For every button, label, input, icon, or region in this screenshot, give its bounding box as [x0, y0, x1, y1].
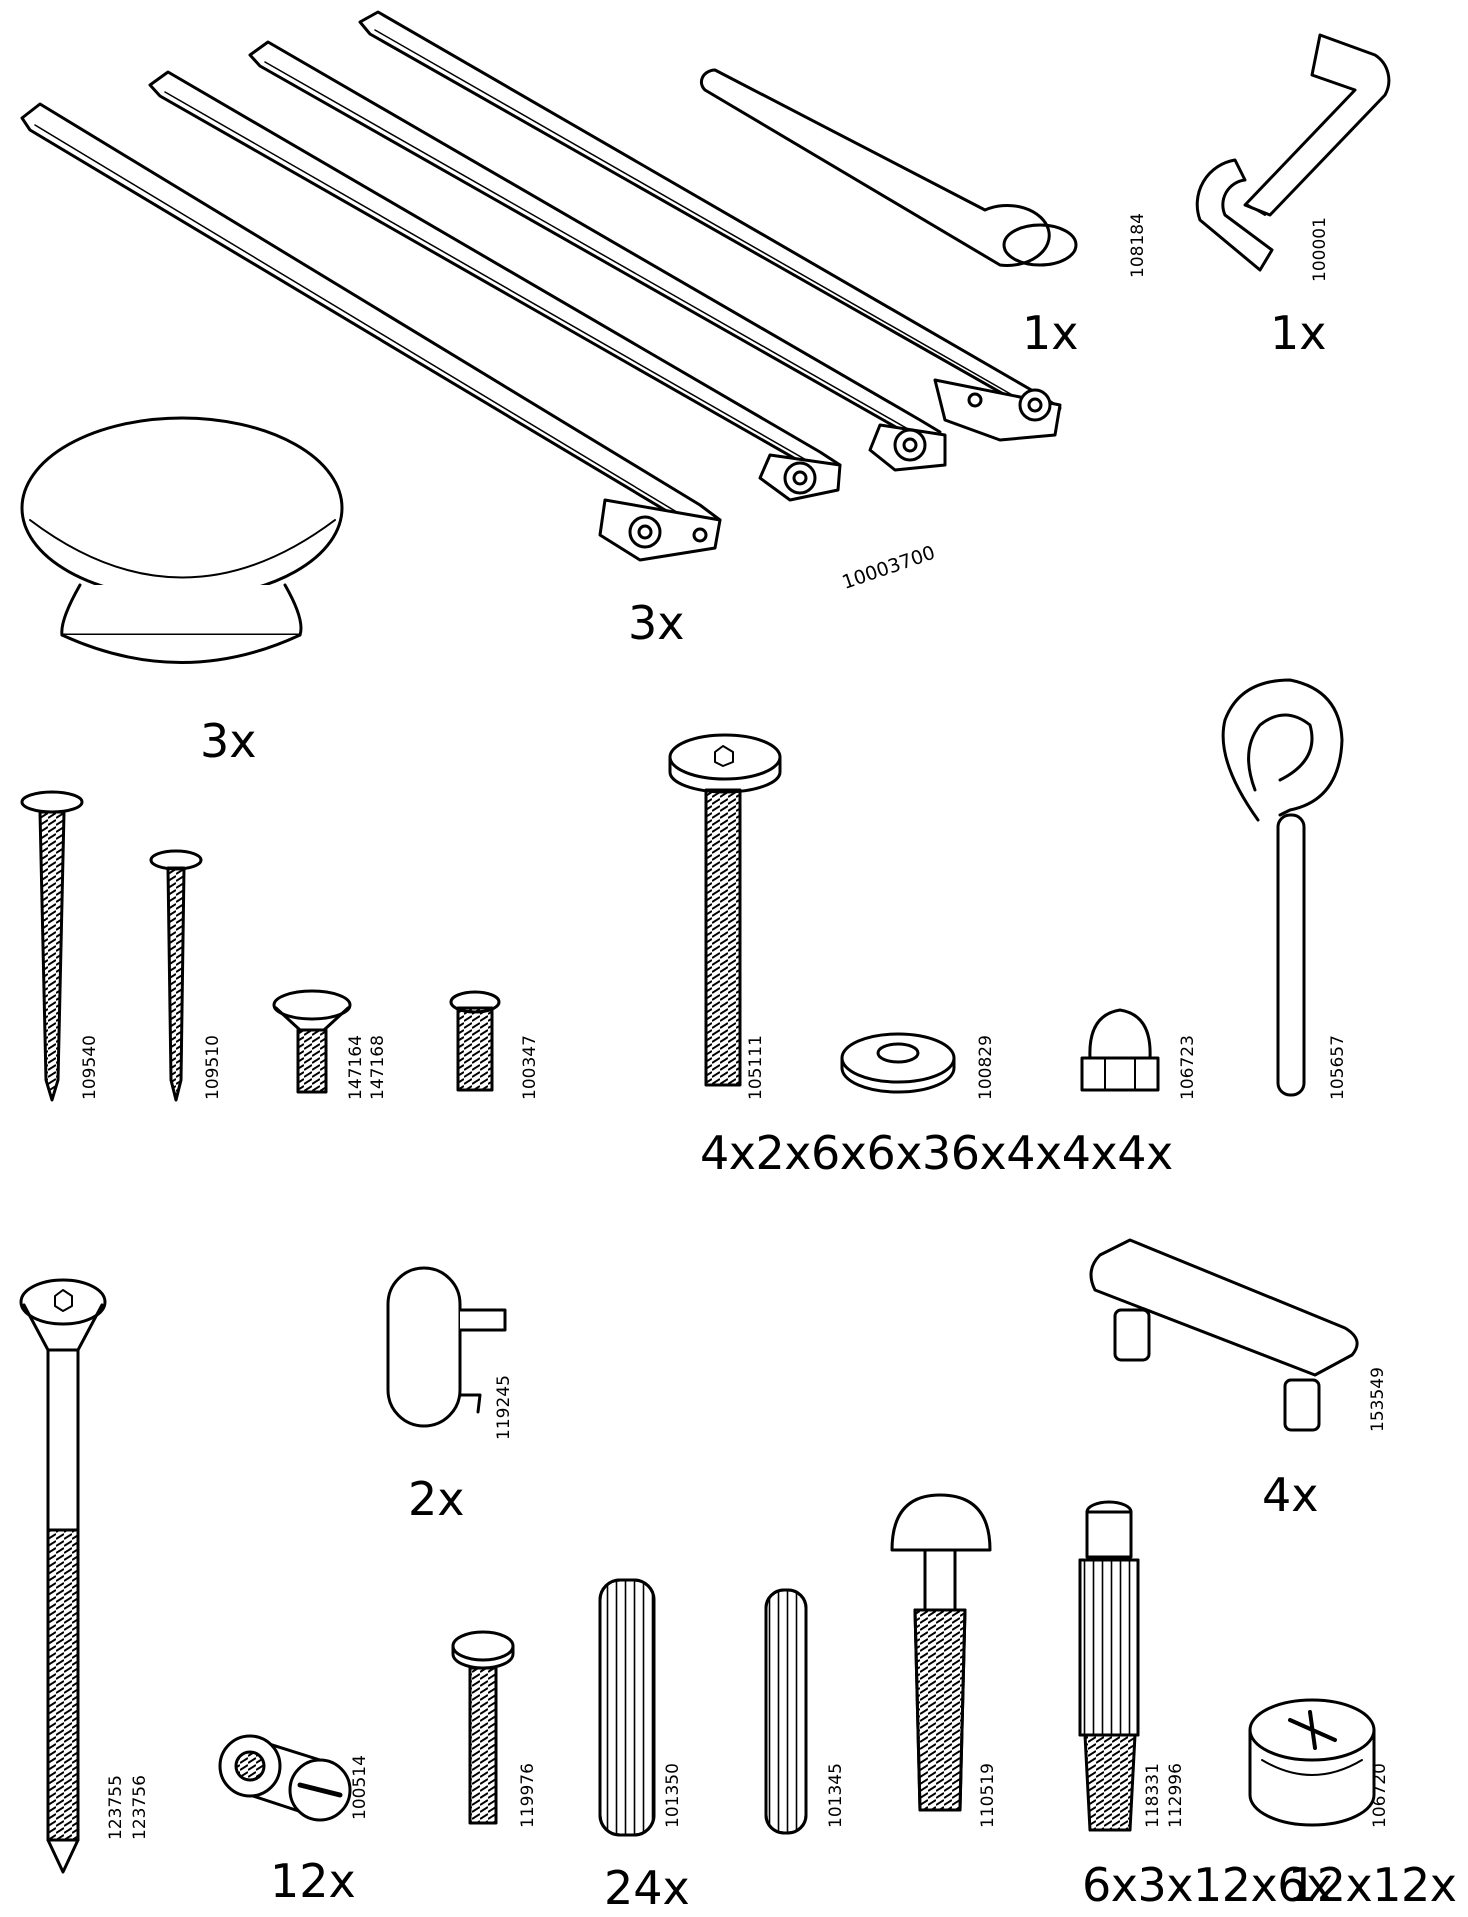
quantity-label: 3x — [628, 596, 685, 650]
article-number: 105111 — [746, 1035, 766, 1100]
chipboard-screw-icon — [272, 989, 352, 1094]
machine-screw-icon — [451, 1630, 515, 1825]
article-number: 100347 — [520, 1035, 540, 1100]
wood-screw-medium-icon — [149, 849, 203, 1102]
article-number: 100001 — [1310, 217, 1330, 282]
euro-screw-icon — [449, 990, 501, 1092]
long-bolt-icon — [19, 1278, 107, 1874]
article-number: 123755 — [106, 1775, 126, 1840]
plastic-anchor-icon — [890, 1493, 992, 1812]
quantity-row: 6x3x12x6x — [1082, 1858, 1333, 1912]
connector-bolt-icon — [668, 733, 782, 1087]
knob-icon — [20, 416, 344, 664]
article-number: 147168 — [368, 1035, 388, 1100]
eye-bolt-icon — [1221, 678, 1344, 1097]
article-number: 153549 — [1368, 1367, 1388, 1432]
quantity-label: 12x — [270, 1854, 356, 1908]
cam-pin-icon — [1078, 1500, 1140, 1832]
article-number: 110519 — [978, 1763, 998, 1828]
quantity-label: 2x — [408, 1472, 465, 1526]
article-number: 106723 — [1178, 1035, 1198, 1100]
quantity-label: 1x — [1270, 306, 1327, 360]
quantity-label: 24x — [604, 1861, 690, 1915]
quantity-row: 12x12x — [1288, 1858, 1457, 1912]
article-number: 123756 — [130, 1775, 150, 1840]
quantity-label: 4x — [1262, 1468, 1319, 1522]
quantity-label: 3x — [200, 714, 257, 768]
article-number: 118331 — [1143, 1763, 1163, 1828]
article-number: 109540 — [80, 1035, 100, 1100]
washer-icon — [840, 1032, 956, 1094]
article-number: 101350 — [663, 1763, 683, 1828]
article-number: 105657 — [1328, 1035, 1348, 1100]
article-number: 112996 — [1166, 1763, 1186, 1828]
article-number: 100829 — [976, 1035, 996, 1100]
dowel-small-icon — [764, 1588, 808, 1835]
article-number: 109510 — [203, 1035, 223, 1100]
cap-nut-icon — [1080, 1008, 1160, 1092]
drawer-rails-icon — [20, 10, 1062, 562]
handle-icon — [1089, 1238, 1359, 1432]
article-number: 119245 — [494, 1375, 514, 1440]
article-number: 108184 — [1128, 213, 1148, 278]
allen-key-icon — [1195, 33, 1391, 272]
quantity-label: 1x — [1022, 306, 1079, 360]
article-number: 119976 — [518, 1763, 538, 1828]
wrench-icon — [699, 68, 1078, 267]
barrel-nut-icon — [218, 1734, 352, 1822]
article-number: 101345 — [826, 1763, 846, 1828]
quantity-row: 4x2x6x6x36x4x4x4x — [700, 1126, 1173, 1180]
dowel-large-icon — [598, 1578, 656, 1837]
wood-screw-long-icon — [20, 790, 84, 1102]
cam-lock-icon — [1248, 1698, 1376, 1827]
article-number: 106720 — [1370, 1763, 1390, 1828]
article-number: 147164 — [346, 1035, 366, 1100]
shelf-plug-icon — [386, 1266, 507, 1428]
article-number: 100514 — [350, 1755, 370, 1820]
